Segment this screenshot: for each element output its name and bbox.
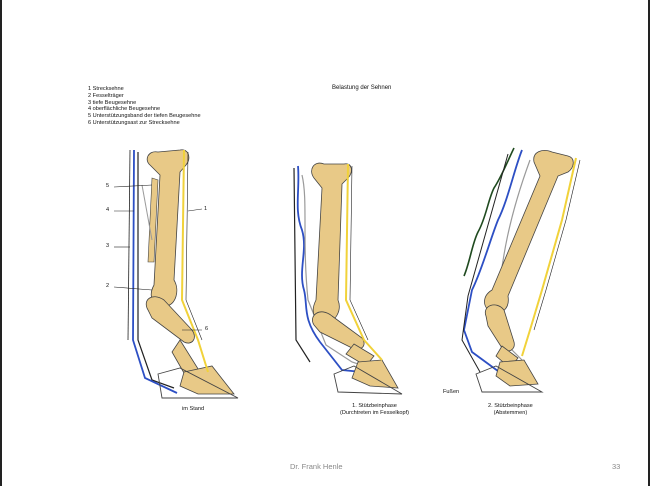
caption-stand: im Stand [182, 406, 204, 413]
label-3: 3 [106, 243, 109, 249]
leg-phase2 [462, 148, 580, 392]
footer-author: Dr. Frank Henle [290, 462, 343, 471]
leg-stand [114, 150, 238, 398]
caption-fussen: Fußen [443, 389, 459, 396]
label-6: 6 [205, 326, 208, 332]
label-2: 2 [106, 283, 109, 289]
caption-phase2: 2. Stützbeinphase (Abstemmen) [488, 403, 533, 417]
label-4: 4 [106, 207, 109, 213]
leg-phase1 [294, 163, 402, 394]
label-5: 5 [106, 183, 109, 189]
page-number: 33 [612, 462, 620, 471]
caption-phase1: 1. Stützbeinphase (Durchtreten im Fessel… [340, 403, 409, 417]
label-1: 1 [204, 206, 207, 212]
